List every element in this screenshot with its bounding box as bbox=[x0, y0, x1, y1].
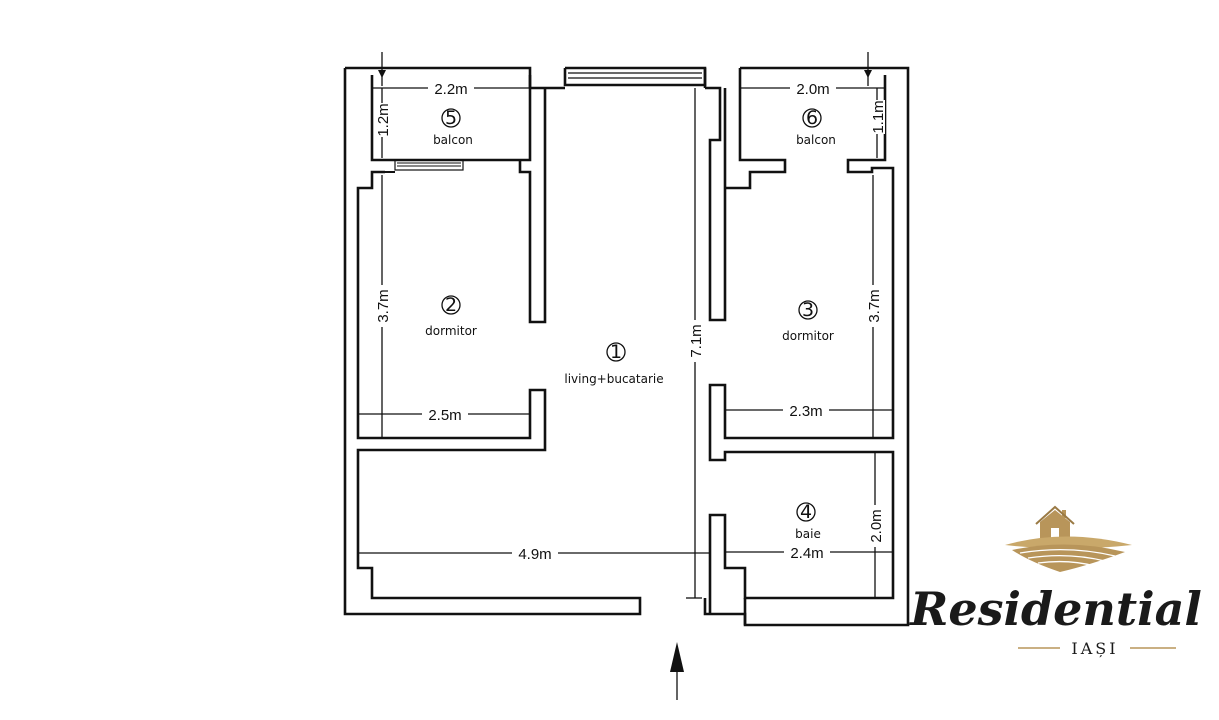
room-name: living+bucatarie bbox=[564, 372, 663, 386]
dimension-labels: 2.2m 1.2m 2.0m 1.1m 3.7m 2.5m 3.7m 2.3m … bbox=[374, 80, 887, 563]
room-4-baie: 4 baie bbox=[795, 501, 821, 541]
dim-living-length: 7.1m bbox=[688, 324, 705, 357]
dim-balcon6-width: 2.0m bbox=[796, 81, 829, 98]
dim-baie-length: 2.0m bbox=[868, 509, 885, 542]
dim-living-width: 4.9m bbox=[518, 546, 551, 563]
house-on-hills-icon bbox=[1005, 505, 1132, 572]
room-number: 6 bbox=[806, 107, 818, 129]
dim-balcon5-width: 2.2m bbox=[434, 81, 467, 98]
dim-dormitor2-length: 3.7m bbox=[375, 289, 392, 322]
residential-iasi-logo: Residential IAȘI bbox=[908, 505, 1202, 658]
room-name: balcon bbox=[433, 133, 473, 147]
room-number: 4 bbox=[800, 501, 812, 523]
logo-name: Residential bbox=[908, 582, 1202, 636]
dim-dormitor3-length: 3.7m bbox=[866, 289, 883, 322]
room-number: 1 bbox=[610, 341, 622, 363]
room-number: 5 bbox=[445, 107, 457, 129]
dim-dormitor3-width: 2.3m bbox=[789, 403, 822, 420]
room-1-living: 1 living+bucatarie bbox=[564, 341, 663, 386]
logo-city: IAȘI bbox=[1071, 639, 1118, 658]
room-name: dormitor bbox=[425, 324, 477, 338]
walls bbox=[343, 66, 910, 627]
room-2-dormitor: 2 dormitor bbox=[425, 294, 477, 338]
room-name: balcon bbox=[796, 133, 836, 147]
room-number: 3 bbox=[802, 299, 814, 321]
dim-baie-width: 2.4m bbox=[790, 545, 823, 562]
dim-dormitor2-width: 2.5m bbox=[428, 407, 461, 424]
room-name: baie bbox=[795, 527, 821, 541]
dim-balcon5-depth: 1.2m bbox=[375, 103, 392, 136]
room-5-balcon: 5 balcon bbox=[433, 107, 473, 147]
room-3-dormitor: 3 dormitor bbox=[782, 299, 834, 343]
room-name: dormitor bbox=[782, 329, 834, 343]
dim-balcon6-depth: 1.1m bbox=[870, 100, 887, 133]
room-6-balcon: 6 balcon bbox=[796, 107, 836, 147]
room-number: 2 bbox=[445, 294, 457, 316]
room-labels: 5 balcon 6 balcon 2 dormitor 3 dormitor … bbox=[425, 107, 836, 541]
